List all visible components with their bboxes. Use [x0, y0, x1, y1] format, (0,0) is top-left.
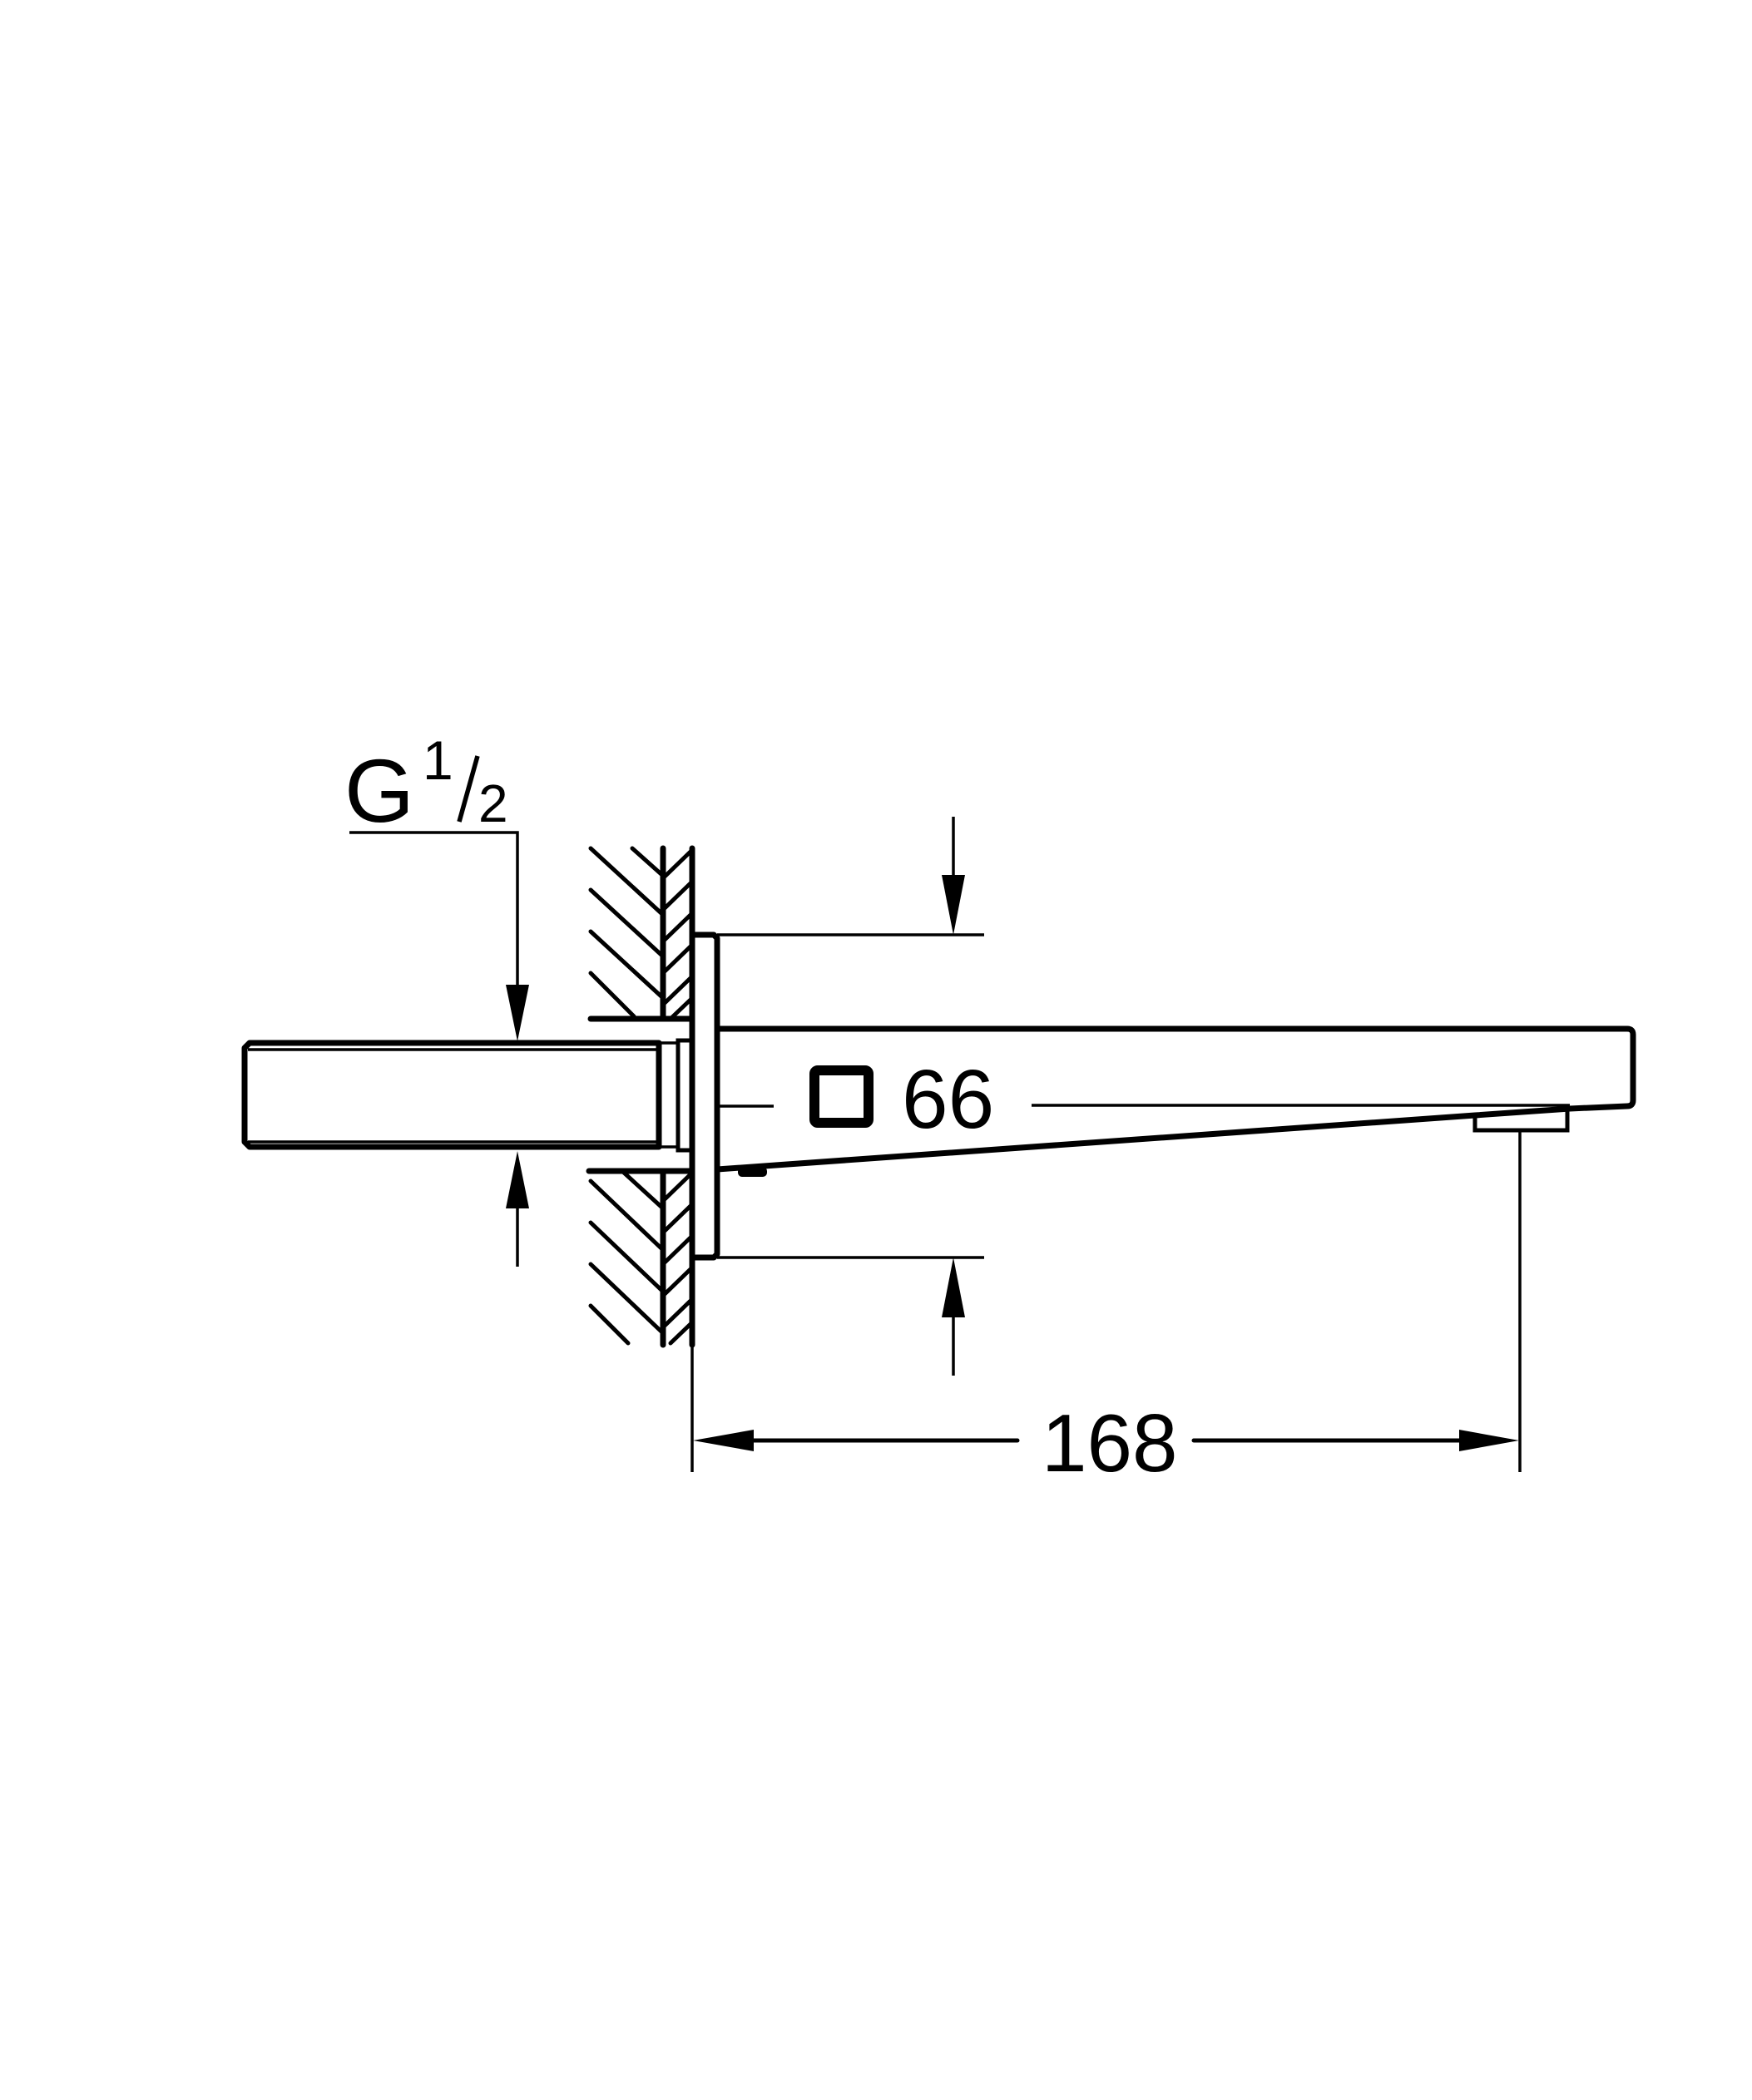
hatch-line	[588, 929, 666, 1001]
hatch-line	[662, 912, 693, 942]
hatch-line	[588, 887, 666, 959]
thread-arrow-bottom-icon	[506, 1151, 529, 1208]
hatch-line	[662, 849, 693, 879]
hatch-line	[662, 1203, 693, 1233]
projection-dimension: 168	[693, 1130, 1522, 1489]
spout-set-screw	[738, 1167, 767, 1177]
section-value: 66	[902, 1053, 994, 1146]
hatch-line	[662, 881, 693, 911]
wall-section	[586, 845, 695, 1472]
projection-arrow-right-icon	[1459, 1430, 1519, 1451]
thread-leader-line	[349, 831, 519, 986]
projection-arrow-left-icon	[693, 1430, 754, 1451]
hatch-line	[630, 846, 666, 878]
thread-label-numerator: 1	[423, 729, 453, 791]
thread-label-prefix: G	[344, 740, 414, 841]
hatch-line	[588, 1303, 631, 1346]
thread-label-slash	[457, 755, 480, 823]
hatch-line	[670, 997, 693, 1020]
section-dimension: 66	[717, 817, 1570, 1376]
threaded-pipe	[241, 1038, 695, 1153]
section-arrow-top-icon	[942, 875, 965, 935]
hatch-line	[662, 944, 693, 974]
section-arrow-bottom-icon	[942, 1258, 965, 1317]
pipe-outline	[241, 1040, 662, 1150]
wall-flange	[689, 931, 720, 1261]
square-section-icon	[809, 1065, 874, 1128]
hatch-line	[588, 971, 636, 1019]
hatch-line	[662, 976, 693, 1006]
hatch-line	[662, 1172, 693, 1202]
hatch-line	[588, 1178, 666, 1253]
hatch-line	[621, 1170, 666, 1211]
projection-value: 168	[1042, 1397, 1178, 1489]
hatch-line	[662, 1298, 693, 1328]
hatch-line	[668, 1322, 693, 1346]
thread-label-denominator: 2	[478, 773, 508, 833]
thread-dimension: G 1 2	[344, 729, 529, 1267]
hatch-line	[588, 1220, 666, 1294]
hatch-line	[588, 1262, 666, 1336]
thread-arrow-top-icon	[506, 985, 529, 1041]
hatch-line	[588, 846, 666, 917]
hatch-line	[662, 1235, 693, 1265]
spout-outline	[714, 1025, 1636, 1173]
flange-outline	[689, 931, 720, 1261]
spout-body	[714, 1025, 1636, 1177]
hatch-line	[662, 1267, 693, 1297]
